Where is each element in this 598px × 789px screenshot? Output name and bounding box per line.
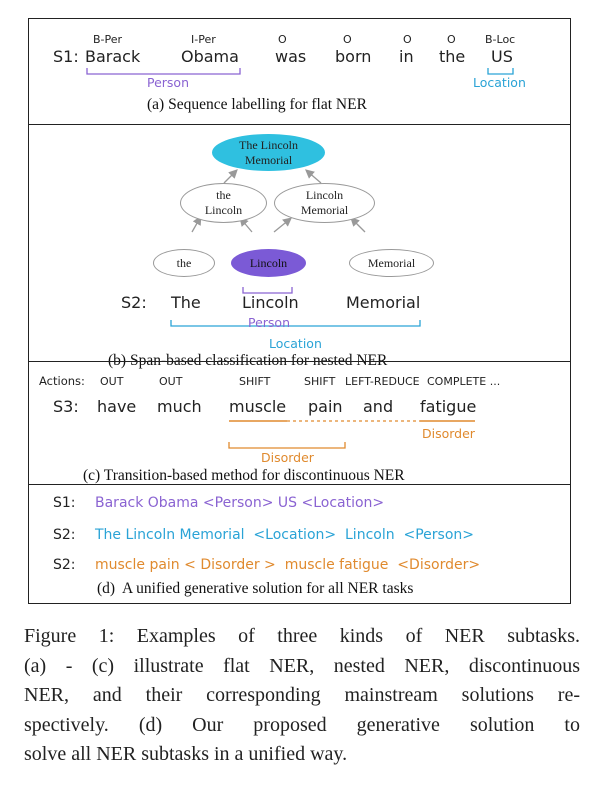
caption-line: NER, and their corresponding mainstream …: [24, 684, 580, 706]
tag-b-per: B-Per: [93, 33, 123, 46]
word-was: was: [275, 47, 307, 66]
tag-i-per: I-Per: [191, 33, 216, 46]
panel-divider: [29, 361, 570, 362]
person-bracket: [242, 287, 293, 294]
action-out: OUT: [159, 375, 183, 388]
word-memorial: Memorial: [346, 293, 421, 312]
panel-a-caption: (a) Sequence labelling for flat NER: [147, 96, 367, 113]
node-lincoln-memorial: Lincoln Memorial: [274, 183, 375, 223]
sentence-label-s2: S2:: [121, 293, 147, 312]
tag-o: O: [403, 33, 412, 46]
span-label-person: Person: [248, 315, 291, 330]
sentence-label-s3: S3:: [53, 397, 79, 416]
panel-a: B-Per I-Per O O O O B-Loc S1: Barack Oba…: [29, 19, 570, 124]
panel-c-caption: (c) Transition-based method for disconti…: [83, 467, 405, 484]
tag-o: O: [343, 33, 352, 46]
node-the-lincoln-memorial: The Lincoln Memorial: [212, 134, 325, 171]
span-label-location: Location: [269, 336, 322, 351]
action-out: OUT: [100, 375, 124, 388]
node-lincoln: Lincoln: [231, 249, 306, 277]
edge-memorial-to-lincoln-memorial: [350, 217, 366, 233]
generated-line-2: The Lincoln Memorial <Location> Lincoln …: [95, 527, 475, 543]
generated-line-1: Barack Obama <Person> US <Location>: [95, 495, 385, 511]
word-lincoln: Lincoln: [242, 293, 299, 312]
panel-b: The Lincoln Memorial the Lincoln Lincoln…: [29, 125, 570, 369]
word-pain: pain: [308, 397, 343, 416]
word-born: born: [335, 47, 372, 66]
span-label-disorder: Disorder: [422, 426, 475, 441]
generated-line-3: muscle pain < Disorder > muscle fatigue …: [95, 557, 481, 573]
sentence-label-s1: S1:: [53, 47, 79, 66]
panel-d: S1: Barack Obama <Person> US <Location> …: [29, 485, 570, 603]
tag-b-loc: B-Loc: [485, 33, 516, 46]
action-complete: COMPLETE ...: [427, 375, 501, 388]
node-memorial: Memorial: [349, 249, 434, 277]
caption-line: spectively. (d) Our proposed generative …: [24, 713, 580, 736]
word-much: much: [157, 397, 202, 416]
word-obama: Obama: [181, 47, 239, 66]
span-label-person: Person: [147, 75, 190, 90]
word-barack: Barack: [85, 47, 141, 66]
figure-caption: Figure 1: Examples of three kinds of NER…: [24, 622, 580, 770]
line-label-s1: S1:: [53, 495, 76, 511]
panel-c: Actions: OUT OUT SHIFT SHIFT LEFT-REDUCE…: [29, 362, 570, 484]
panel-c-brackets: [228, 420, 475, 449]
tag-o: O: [447, 33, 456, 46]
panel-b-caption: (b) Span-based classification for nested…: [108, 352, 388, 369]
panel-a-brackets: [86, 68, 514, 75]
tag-o: O: [278, 33, 287, 46]
caption-line: solve all NER subtasks in a unified way.: [24, 743, 348, 765]
word-fatigue: fatigue: [420, 397, 477, 416]
edge-the-lincoln-to-root: [223, 169, 238, 184]
word-us: US: [491, 47, 513, 66]
action-shift: SHIFT: [304, 375, 336, 388]
line-label-s2: S2:: [53, 527, 76, 543]
span-label-disorder: Disorder: [261, 450, 314, 465]
caption-line: Figure 1: Examples of three kinds of NER…: [24, 625, 580, 647]
panel-divider: [29, 124, 570, 125]
action-left-reduce: LEFT-REDUCE: [345, 375, 420, 388]
edge-lincoln-to-the-lincoln: [239, 217, 253, 233]
location-bracket: [170, 320, 421, 327]
word-and: and: [363, 397, 394, 416]
line-label-s2: S2:: [53, 557, 76, 573]
node-the: the: [153, 249, 215, 277]
action-shift: SHIFT: [239, 375, 271, 388]
disorder-bracket: [228, 442, 346, 449]
actions-label: Actions:: [39, 374, 85, 388]
tree-edges: [170, 169, 421, 327]
edge-lincoln-to-lincoln-memorial: [273, 217, 293, 233]
panel-d-caption: (d) A unified generative solution for al…: [97, 580, 414, 597]
word-the: The: [171, 293, 201, 312]
word-muscle: muscle: [229, 397, 287, 416]
caption-line: (a) - (c) illustrate flat NER, nested NE…: [24, 654, 580, 677]
word-have: have: [97, 397, 137, 416]
panel-divider: [29, 484, 570, 485]
edge-the-to-the-lincoln: [191, 215, 202, 233]
word-the: the: [439, 47, 466, 66]
edge-lincoln-memorial-to-root: [305, 169, 322, 184]
node-the-lincoln: the Lincoln: [180, 183, 267, 223]
person-bracket: [86, 68, 241, 75]
location-bracket: [487, 68, 514, 75]
word-in: in: [399, 47, 414, 66]
figure-frame: B-Per I-Per O O O O B-Loc S1: Barack Oba…: [28, 18, 571, 604]
span-label-location: Location: [473, 75, 526, 90]
